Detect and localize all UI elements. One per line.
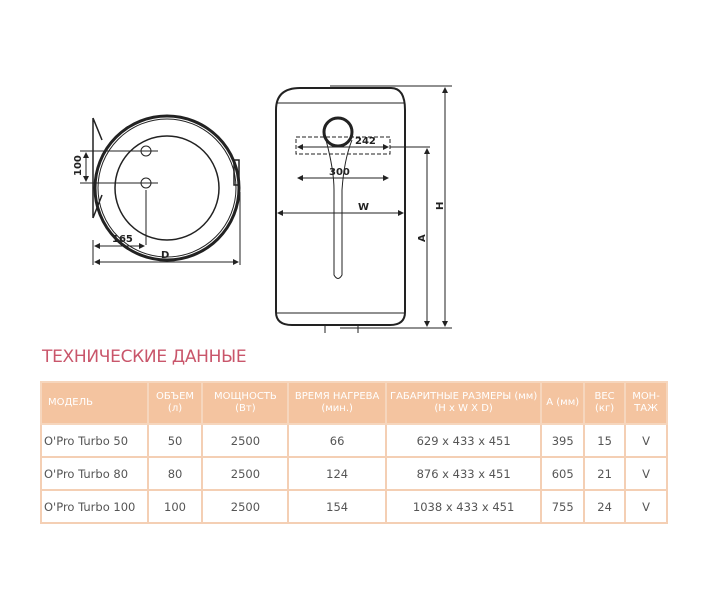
cell-mounting: V — [624, 456, 668, 491]
label-165: 165 — [112, 234, 133, 245]
cell-mounting: V — [624, 489, 668, 524]
cell-a: 605 — [540, 456, 586, 491]
cell-a: 755 — [540, 489, 586, 524]
cell-volume: 50 — [146, 423, 204, 458]
table-header-row: МОДЕЛЬ ОБЪЕМ (л) МОЩНОСТЬ (Вт) ВРЕМЯ НАГ… — [40, 381, 668, 425]
cell-model: O'Pro Turbo 80 — [40, 456, 149, 491]
label-h: H — [435, 202, 446, 210]
cell-dimensions: 629 x 433 x 451 — [384, 423, 543, 458]
cell-heating-time: 154 — [287, 489, 387, 524]
cell-dimensions: 876 x 433 x 451 — [384, 456, 543, 491]
front-view — [275, 85, 452, 333]
cell-heating-time: 124 — [287, 456, 387, 491]
label-100: 100 — [73, 155, 84, 176]
cell-model: O'Pro Turbo 100 — [40, 489, 149, 524]
label-242: 242 — [355, 136, 376, 147]
header-volume: ОБЪЕМ (л) — [146, 381, 204, 425]
header-a: А (мм) — [540, 381, 586, 425]
header-model: МОДЕЛЬ — [40, 381, 149, 425]
cell-dimensions: 1038 x 433 x 451 — [384, 489, 543, 524]
label-300: 300 — [329, 167, 350, 178]
label-a: A — [417, 234, 428, 242]
cell-weight: 21 — [583, 456, 627, 491]
specs-table: МОДЕЛЬ ОБЪЕМ (л) МОЩНОСТЬ (Вт) ВРЕМЯ НАГ… — [40, 381, 668, 524]
water-heater-diagram: 100 165 D 242 300 W A H — [73, 85, 452, 333]
side-view — [80, 114, 241, 265]
header-weight: ВЕС (кг) — [583, 381, 627, 425]
header-mounting: МОН-ТАЖ — [624, 381, 668, 425]
cell-power: 2500 — [201, 423, 290, 458]
cell-a: 395 — [540, 423, 586, 458]
section-title: ТЕХНИЧЕСКИЕ ДАННЫЕ — [42, 347, 247, 367]
cell-weight: 15 — [583, 423, 627, 458]
label-w: W — [358, 202, 369, 213]
cell-mounting: V — [624, 423, 668, 458]
cell-model: O'Pro Turbo 50 — [40, 423, 149, 458]
header-power: МОЩНОСТЬ (Вт) — [201, 381, 290, 425]
cell-volume: 80 — [146, 456, 204, 491]
header-heating-time: ВРЕМЯ НАГРЕВА (мин.) — [287, 381, 387, 425]
label-d: D — [161, 250, 169, 261]
cell-power: 2500 — [201, 456, 290, 491]
cell-volume: 100 — [146, 489, 204, 524]
cell-power: 2500 — [201, 489, 290, 524]
cell-heating-time: 66 — [287, 423, 387, 458]
header-dimensions: ГАБАРИТНЫЕ РАЗМЕРЫ (мм) (H x W X D) — [384, 381, 543, 425]
cell-weight: 24 — [583, 489, 627, 524]
